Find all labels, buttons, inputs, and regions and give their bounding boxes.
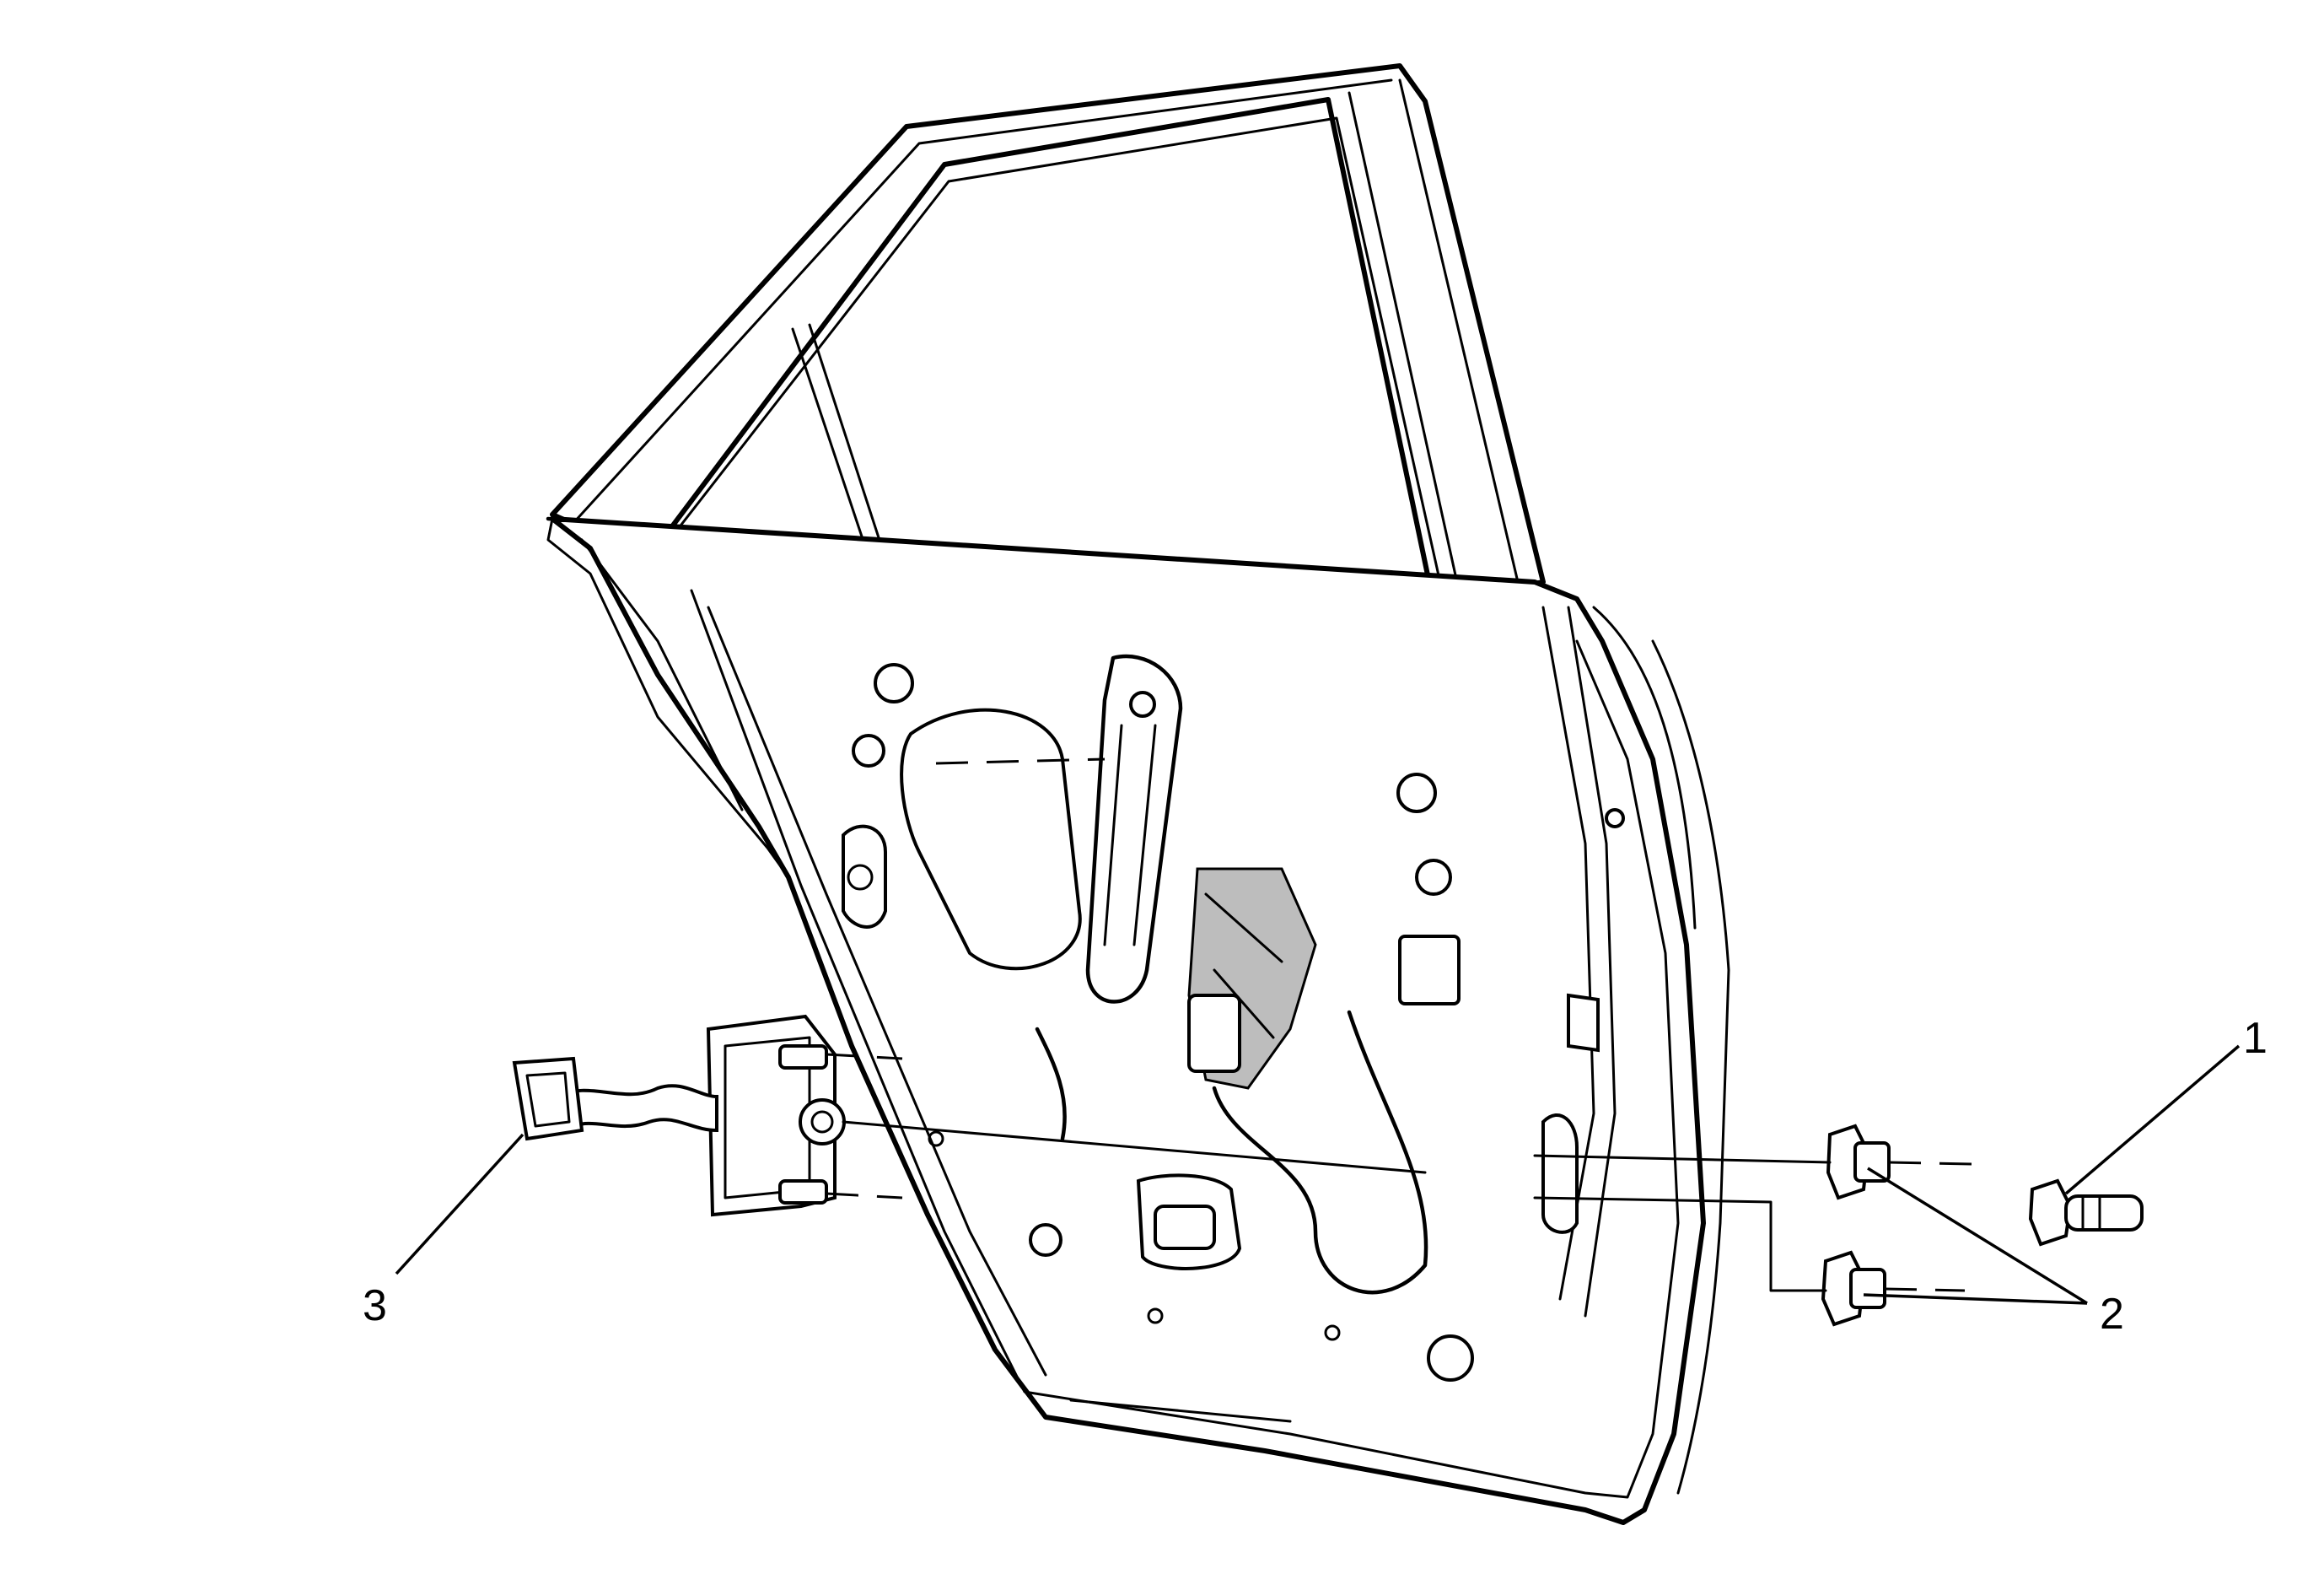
leader-3 xyxy=(395,1133,525,1275)
access-hole xyxy=(900,708,1082,971)
door-check-bolts xyxy=(1533,1124,1974,1327)
callout-label-3: 3 xyxy=(363,1281,387,1330)
callout-leaders xyxy=(395,1044,2241,1305)
leader-1 xyxy=(2064,1044,2241,1195)
leader-2b xyxy=(1863,1293,2088,1305)
door-check-strap xyxy=(554,1084,718,1134)
callout-label-1: 1 xyxy=(2243,1014,2268,1063)
door-inner-panel xyxy=(550,516,1706,1525)
window-frame xyxy=(550,63,1546,606)
leader-2a xyxy=(1867,1167,2088,1305)
door-check-arm-bracket xyxy=(512,1056,584,1141)
bolt-upper xyxy=(1826,1124,1891,1200)
callout-labels: 1 2 3 xyxy=(363,1014,2268,1339)
rear-door-assembly xyxy=(546,63,1730,1525)
callout-label-2: 2 xyxy=(2100,1290,2124,1339)
door-check-link xyxy=(512,1014,1427,1217)
bolt-lower xyxy=(1821,1250,1886,1327)
door-hinge-bolt xyxy=(2028,1178,2144,1247)
